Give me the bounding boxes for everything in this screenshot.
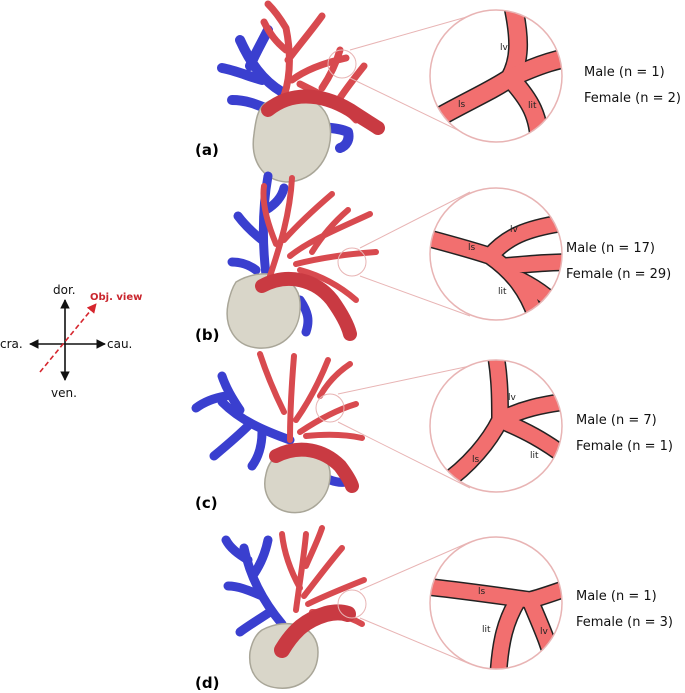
vein-tree: [227, 171, 313, 337]
panel-label: (c): [195, 494, 218, 512]
label-cranial: cra.: [0, 337, 23, 351]
zoom-inset-c: lv ls lit: [429, 359, 563, 493]
vascular-model-d: [221, 525, 367, 689]
vein-tree: [191, 371, 351, 487]
zoom-source-circle: [315, 393, 345, 423]
orientation-compass: dor. ven. cra. cau. Obj. view: [0, 283, 142, 400]
zoom-line-bottom: [337, 421, 471, 489]
aorta: [261, 89, 385, 135]
label-caudal: cau.: [107, 337, 132, 351]
vessel-label-lv: lv: [500, 43, 509, 53]
zoom-line-top: [359, 541, 471, 591]
vessel-label-lit: lit: [528, 101, 537, 111]
female-count: Female (n = 1): [576, 439, 673, 454]
vessel-label-lv: lv: [508, 393, 517, 403]
inset-border: [429, 359, 563, 493]
zoom-line-bottom: [349, 77, 471, 137]
zoom-line-top: [359, 191, 471, 249]
aorta: [255, 272, 357, 341]
vein-tree: [217, 25, 354, 153]
aorta: [274, 604, 356, 658]
artery-branches: [257, 351, 365, 481]
vascular-model-c: [191, 351, 365, 514]
vessel-label-ls: ls: [472, 455, 480, 465]
inset-border: [429, 187, 563, 321]
zoom-source-circle: [337, 589, 367, 619]
zoom-inset-b: lv ls lit: [429, 187, 563, 321]
female-count: Female (n = 3): [576, 615, 673, 630]
panel-a: lv ls lit (a) Male (n = 1) Female (n = 2…: [195, 0, 681, 183]
vessel-fill-b: [430, 214, 562, 320]
label-ventral: ven.: [51, 386, 77, 400]
vascular-model-b: [226, 171, 379, 349]
label-object-view: Obj. view: [90, 292, 142, 303]
aorta: [269, 442, 359, 493]
zoom-line-bottom: [359, 617, 471, 665]
panel-c: lv ls lit (c) Male (n = 7) Female (n = 1…: [191, 351, 673, 514]
male-count: Male (n = 17): [566, 241, 655, 256]
zoom-line-top: [349, 15, 471, 51]
vessel-label-lit: lit: [530, 451, 539, 461]
artery-branches: [279, 525, 367, 627]
panel-d: lit lv ls (d) Male (n = 1) Female (n = 3…: [195, 525, 673, 692]
male-count: Male (n = 1): [576, 589, 657, 604]
inset-border: [429, 9, 563, 143]
vessel-label-ls: ls: [478, 587, 486, 597]
vessel-label-lv: lv: [540, 627, 549, 637]
artery-branches: [260, 175, 379, 303]
zoom-source-circle: [327, 49, 357, 79]
male-count: Male (n = 1): [584, 65, 665, 80]
zoom-line-top: [337, 365, 471, 395]
label-dorsal: dor.: [53, 283, 76, 297]
panel-label: (a): [195, 141, 219, 159]
zoom-source-circle: [337, 247, 367, 277]
panel-label: (b): [195, 326, 219, 344]
female-count: Female (n = 2): [584, 91, 681, 106]
vein-tree: [221, 535, 287, 637]
vessel-fill-c: [432, 360, 562, 492]
zoom-inset-a: lv ls lit: [429, 9, 563, 143]
inset-border: [429, 536, 563, 670]
male-count: Male (n = 7): [576, 413, 657, 428]
panel-label: (d): [195, 674, 219, 692]
vessel-label-lit: lit: [482, 625, 491, 635]
zoom-line-bottom: [359, 275, 471, 317]
vessel-label-lv: lv: [510, 225, 519, 235]
vessel-label-ls: ls: [458, 100, 466, 110]
vessel-label-lit: lit: [498, 287, 507, 297]
object-view-arrow: [39, 303, 97, 373]
zoom-inset-d: lit lv ls: [429, 536, 563, 670]
vessel-label-ls: ls: [468, 243, 476, 253]
female-count: Female (n = 29): [566, 267, 671, 282]
vascular-model-a: [217, 0, 385, 183]
panel-b: lv ls lit (b) Male (n = 17) Female (n = …: [195, 171, 671, 349]
